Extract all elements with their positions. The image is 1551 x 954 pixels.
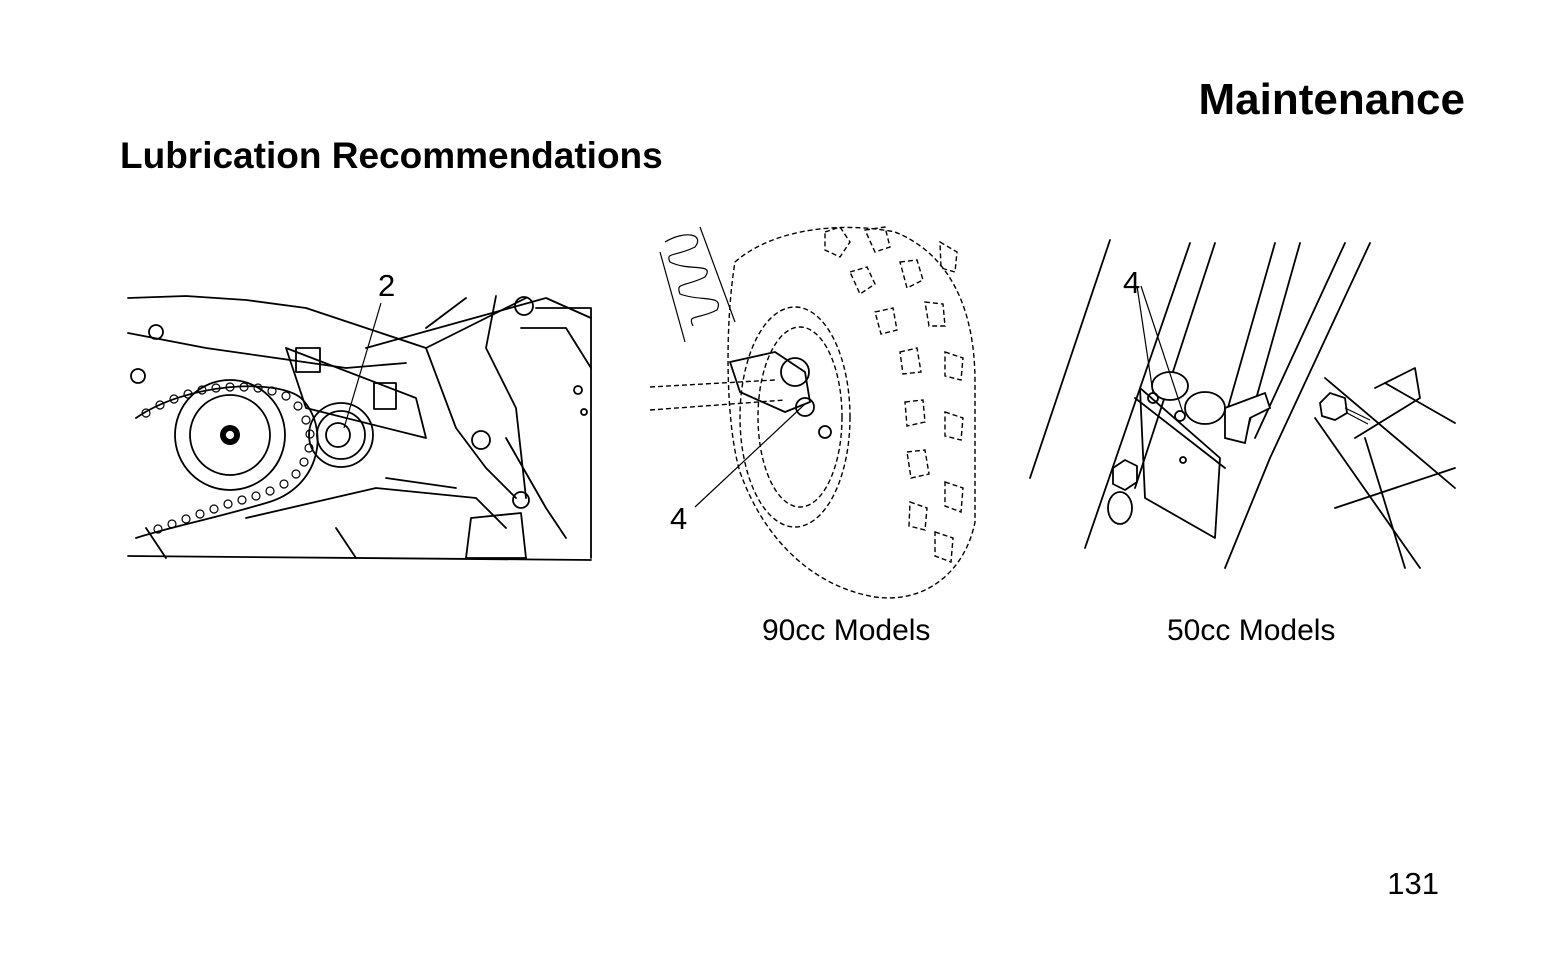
caption-90cc: 90cc Models: [762, 614, 931, 647]
front-wheel-90cc-illustration: [645, 222, 980, 604]
callout-2: 2: [378, 268, 396, 303]
page-number: 131: [1387, 866, 1439, 901]
page-heading: Lubrication Recommendations: [120, 135, 663, 176]
caption-50cc: 50cc Models: [1167, 614, 1336, 647]
callout-4-50cc: 4: [1123, 265, 1141, 300]
callout-4-90cc: 4: [670, 501, 688, 536]
section-title: Maintenance: [1198, 75, 1465, 124]
front-frame-50cc-illustration: [1025, 238, 1456, 573]
chain-case-illustration: [126, 288, 592, 563]
